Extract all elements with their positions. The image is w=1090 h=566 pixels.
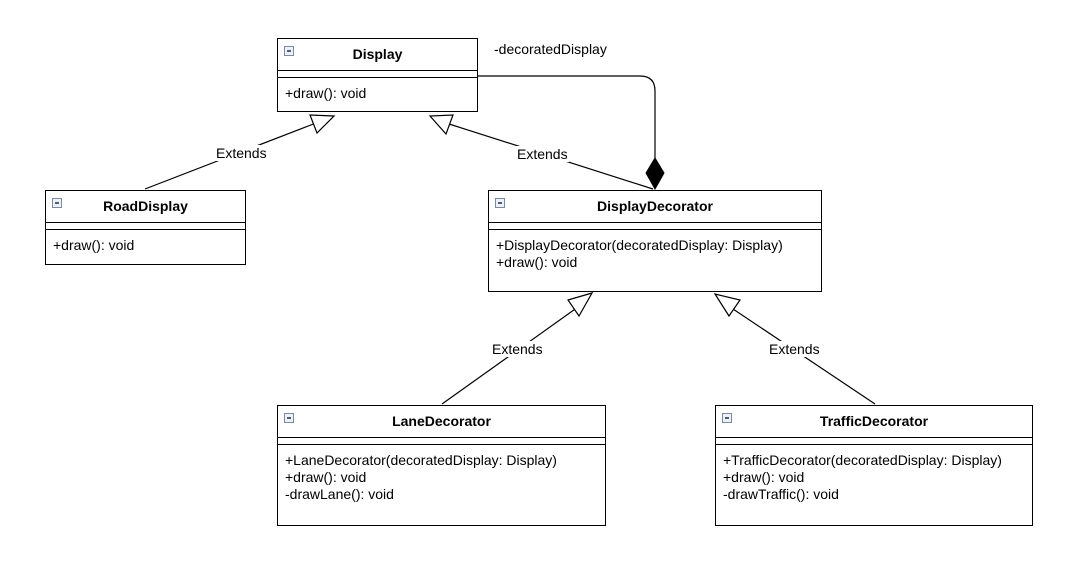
operation: +DisplayDecorator(decoratedDisplay: Disp… — [496, 237, 783, 253]
collapse-icon[interactable] — [495, 198, 505, 208]
operation: -drawTraffic(): void — [723, 486, 839, 502]
class-display-decorator-header: DisplayDecorator — [489, 191, 821, 223]
class-display-name: Display — [352, 46, 403, 62]
traffic-decorator-extends-label: Extends — [768, 341, 821, 357]
operation: +draw(): void — [496, 254, 578, 270]
traffic-decorator-extends-arrowhead — [713, 293, 741, 318]
operation: +TrafficDecorator(decoratedDisplay: Disp… — [723, 452, 1002, 468]
class-traffic-decorator-header: TrafficDecorator — [716, 406, 1032, 438]
class-road-display-attributes — [46, 223, 245, 230]
class-display-attributes — [278, 71, 477, 78]
composition-role-label: -decoratedDisplay — [494, 41, 607, 57]
class-traffic-decorator[interactable]: TrafficDecorator +TrafficDecorator(decor… — [715, 405, 1033, 526]
collapse-icon[interactable] — [52, 198, 62, 208]
class-road-display[interactable]: RoadDisplay +draw(): void — [45, 190, 246, 265]
class-lane-decorator-name: LaneDecorator — [392, 413, 491, 429]
operation: +draw(): void — [285, 469, 367, 485]
display-decorator-extends-label: Extends — [516, 146, 569, 162]
class-display-decorator-name: DisplayDecorator — [597, 198, 713, 214]
class-lane-decorator[interactable]: LaneDecorator +LaneDecorator(decoratedDi… — [277, 405, 606, 526]
class-lane-decorator-header: LaneDecorator — [278, 406, 605, 438]
class-display-decorator-operations: +DisplayDecorator(decoratedDisplay: Disp… — [489, 230, 821, 271]
road-display-extends-arrowhead — [309, 114, 336, 135]
composition-diamond — [645, 157, 665, 191]
class-traffic-decorator-operations: +TrafficDecorator(decoratedDisplay: Disp… — [716, 445, 1032, 503]
class-display-operations: +draw(): void — [278, 78, 477, 102]
class-traffic-decorator-attributes — [716, 438, 1032, 445]
class-lane-decorator-operations: +LaneDecorator(decoratedDisplay: Display… — [278, 445, 605, 503]
class-road-display-header: RoadDisplay — [46, 191, 245, 223]
operation: +LaneDecorator(decoratedDisplay: Display… — [285, 452, 557, 468]
collapse-icon[interactable] — [722, 413, 732, 423]
display-decorator-extends-arrowhead — [428, 114, 454, 136]
lane-decorator-extends-label: Extends — [491, 341, 544, 357]
road-display-extends-label: Extends — [215, 145, 268, 161]
operation: -drawLane(): void — [285, 486, 394, 502]
operation: +draw(): void — [53, 237, 135, 253]
class-display-decorator-attributes — [489, 223, 821, 230]
class-road-display-operations: +draw(): void — [46, 230, 245, 254]
collapse-icon[interactable] — [284, 413, 294, 423]
class-display-decorator[interactable]: DisplayDecorator +DisplayDecorator(decor… — [488, 190, 822, 292]
class-display[interactable]: Display +draw(): void — [277, 38, 478, 112]
collapse-icon[interactable] — [284, 46, 294, 56]
operation: +draw(): void — [723, 469, 805, 485]
composition-line[interactable] — [477, 75, 656, 158]
class-display-header: Display — [278, 39, 477, 71]
class-road-display-name: RoadDisplay — [103, 198, 188, 214]
class-lane-decorator-attributes — [278, 438, 605, 445]
operation: +draw(): void — [285, 85, 367, 101]
class-traffic-decorator-name: TrafficDecorator — [819, 413, 929, 429]
lane-decorator-extends-arrowhead — [567, 292, 594, 318]
